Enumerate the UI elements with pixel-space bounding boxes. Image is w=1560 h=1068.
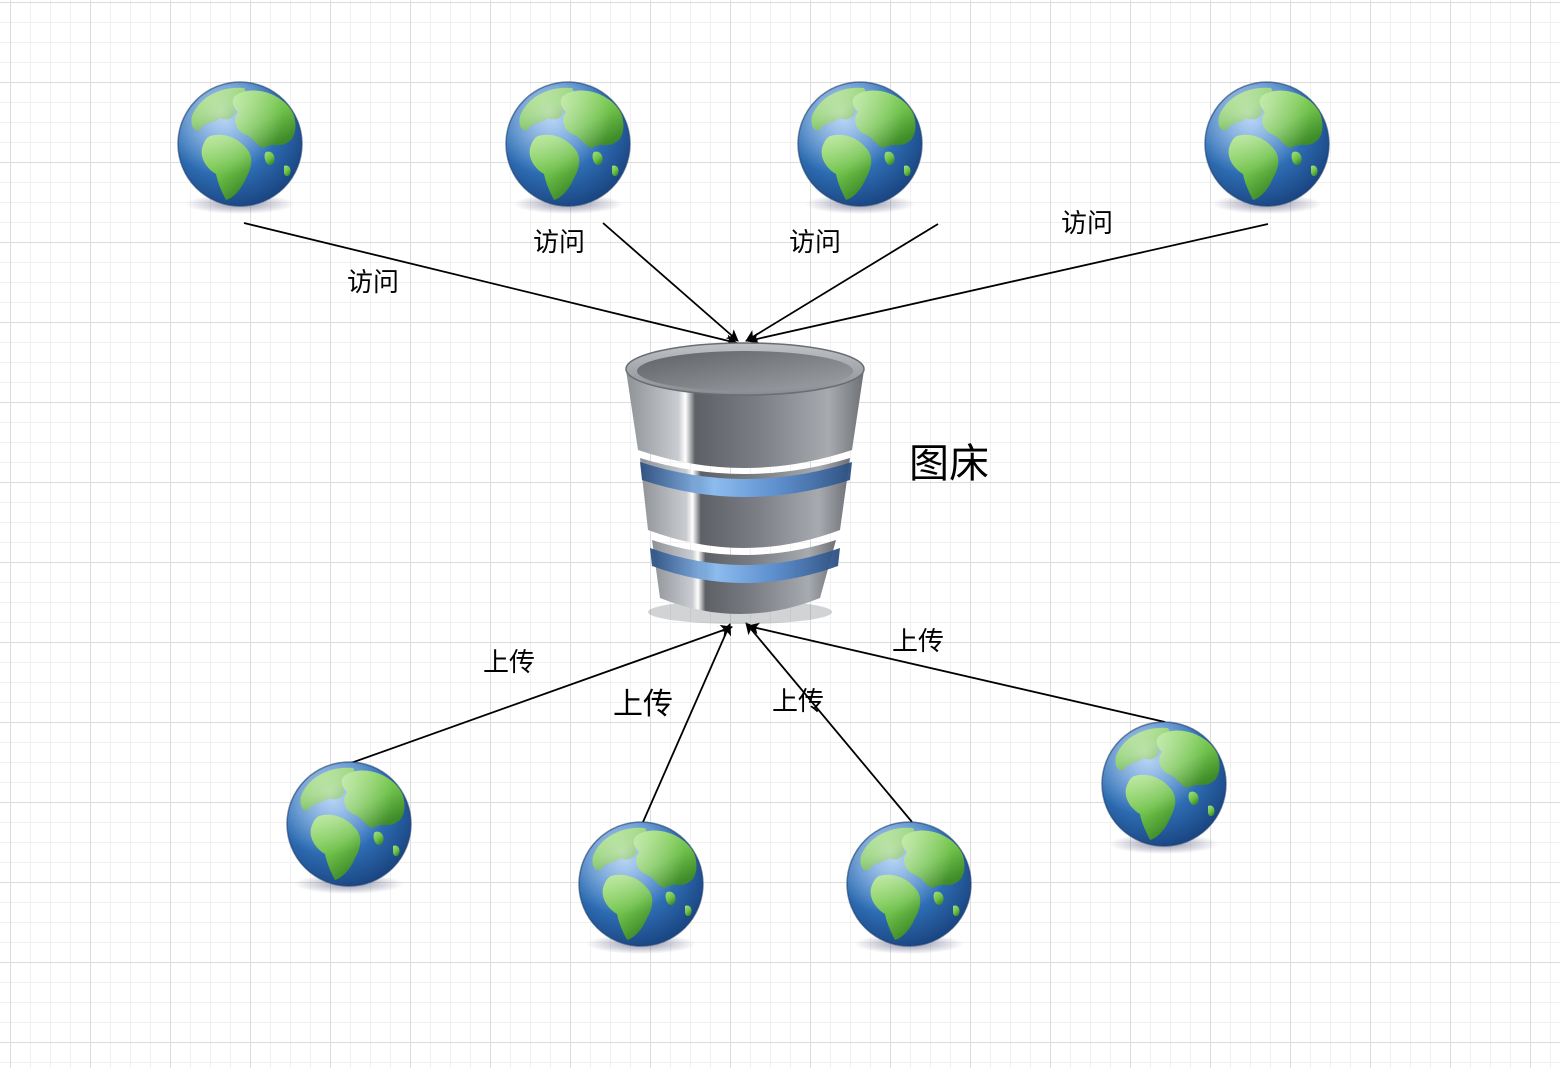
upload-edges [350,622,1166,823]
upload-clients [286,721,1227,955]
globe-icon [177,81,303,215]
access-label: 访问 [533,228,586,258]
upload-label: 上传 [892,627,945,657]
globe-icon [1204,81,1330,215]
access-label: 访问 [1061,209,1114,239]
upload-label: 上传 [772,687,825,717]
globe-icon [505,81,631,215]
upload-edge-2 [642,623,732,823]
upload-edge-1 [350,625,733,764]
upload-edge-3 [745,622,913,823]
access-edge-2 [602,222,739,342]
globe-icon [578,821,704,955]
access-edges [243,222,1269,347]
upload-edge-4 [747,622,1166,723]
globe-icon [797,81,923,215]
access-label: 访问 [347,268,400,298]
globe-icon [1101,721,1227,855]
database-icon [625,342,865,624]
globe-icon [286,761,412,895]
globe-icon [846,821,972,955]
access-clients [177,81,1330,215]
access-edge-1 [243,222,738,347]
access-edge-4 [747,223,1269,345]
upload-label: 上传 [483,648,536,678]
access-edge-3 [745,223,939,342]
upload-label: 上传 [613,687,673,722]
image-host-label: 图床 [909,441,989,487]
access-label: 访问 [789,228,842,258]
